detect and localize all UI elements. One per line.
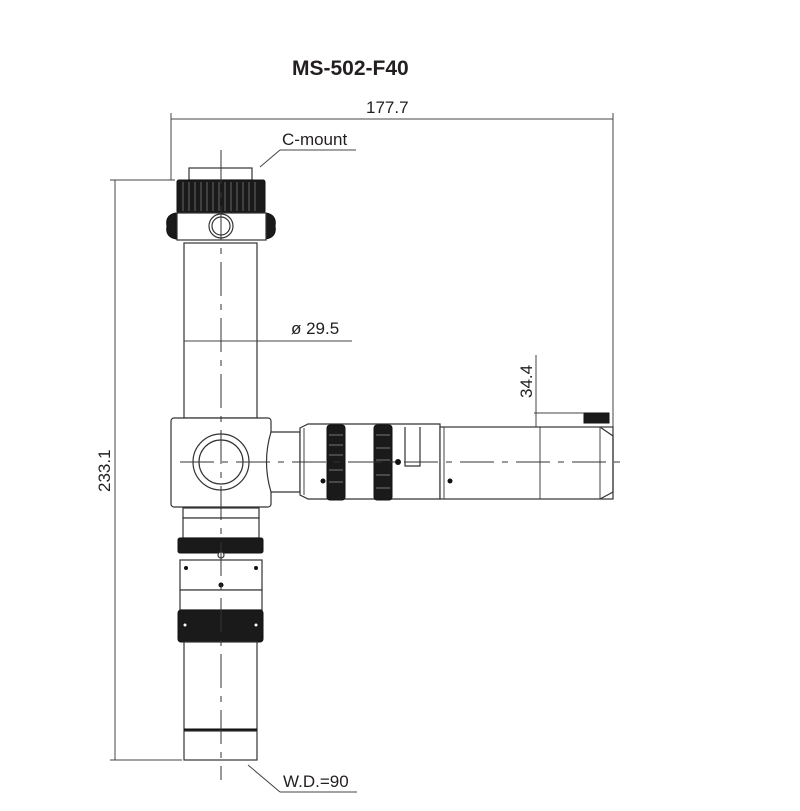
center-lines: [180, 150, 625, 780]
beam-splitter-block: [170, 417, 301, 508]
model-title: MS-502-F40: [292, 57, 409, 80]
upper-tube: ø 29.5: [183, 242, 352, 419]
width-dimension-label: 177.7: [366, 98, 409, 117]
horizontal-arm: [299, 412, 614, 501]
height-dimension-label: 233.1: [95, 449, 114, 492]
c-mount-label: C-mount: [282, 130, 347, 149]
height-dimension: 233.1: [95, 179, 182, 761]
diameter-label: ø 29.5: [291, 319, 339, 338]
width-dimension: 177.7: [170, 98, 614, 428]
working-distance-label: W.D.=90: [283, 772, 349, 791]
working-distance-callout: W.D.=90: [247, 764, 357, 793]
side-dimension-label: 34.4: [517, 365, 536, 398]
c-mount-callout: C-mount: [259, 130, 356, 168]
side-dimension: 34.4: [517, 355, 584, 427]
